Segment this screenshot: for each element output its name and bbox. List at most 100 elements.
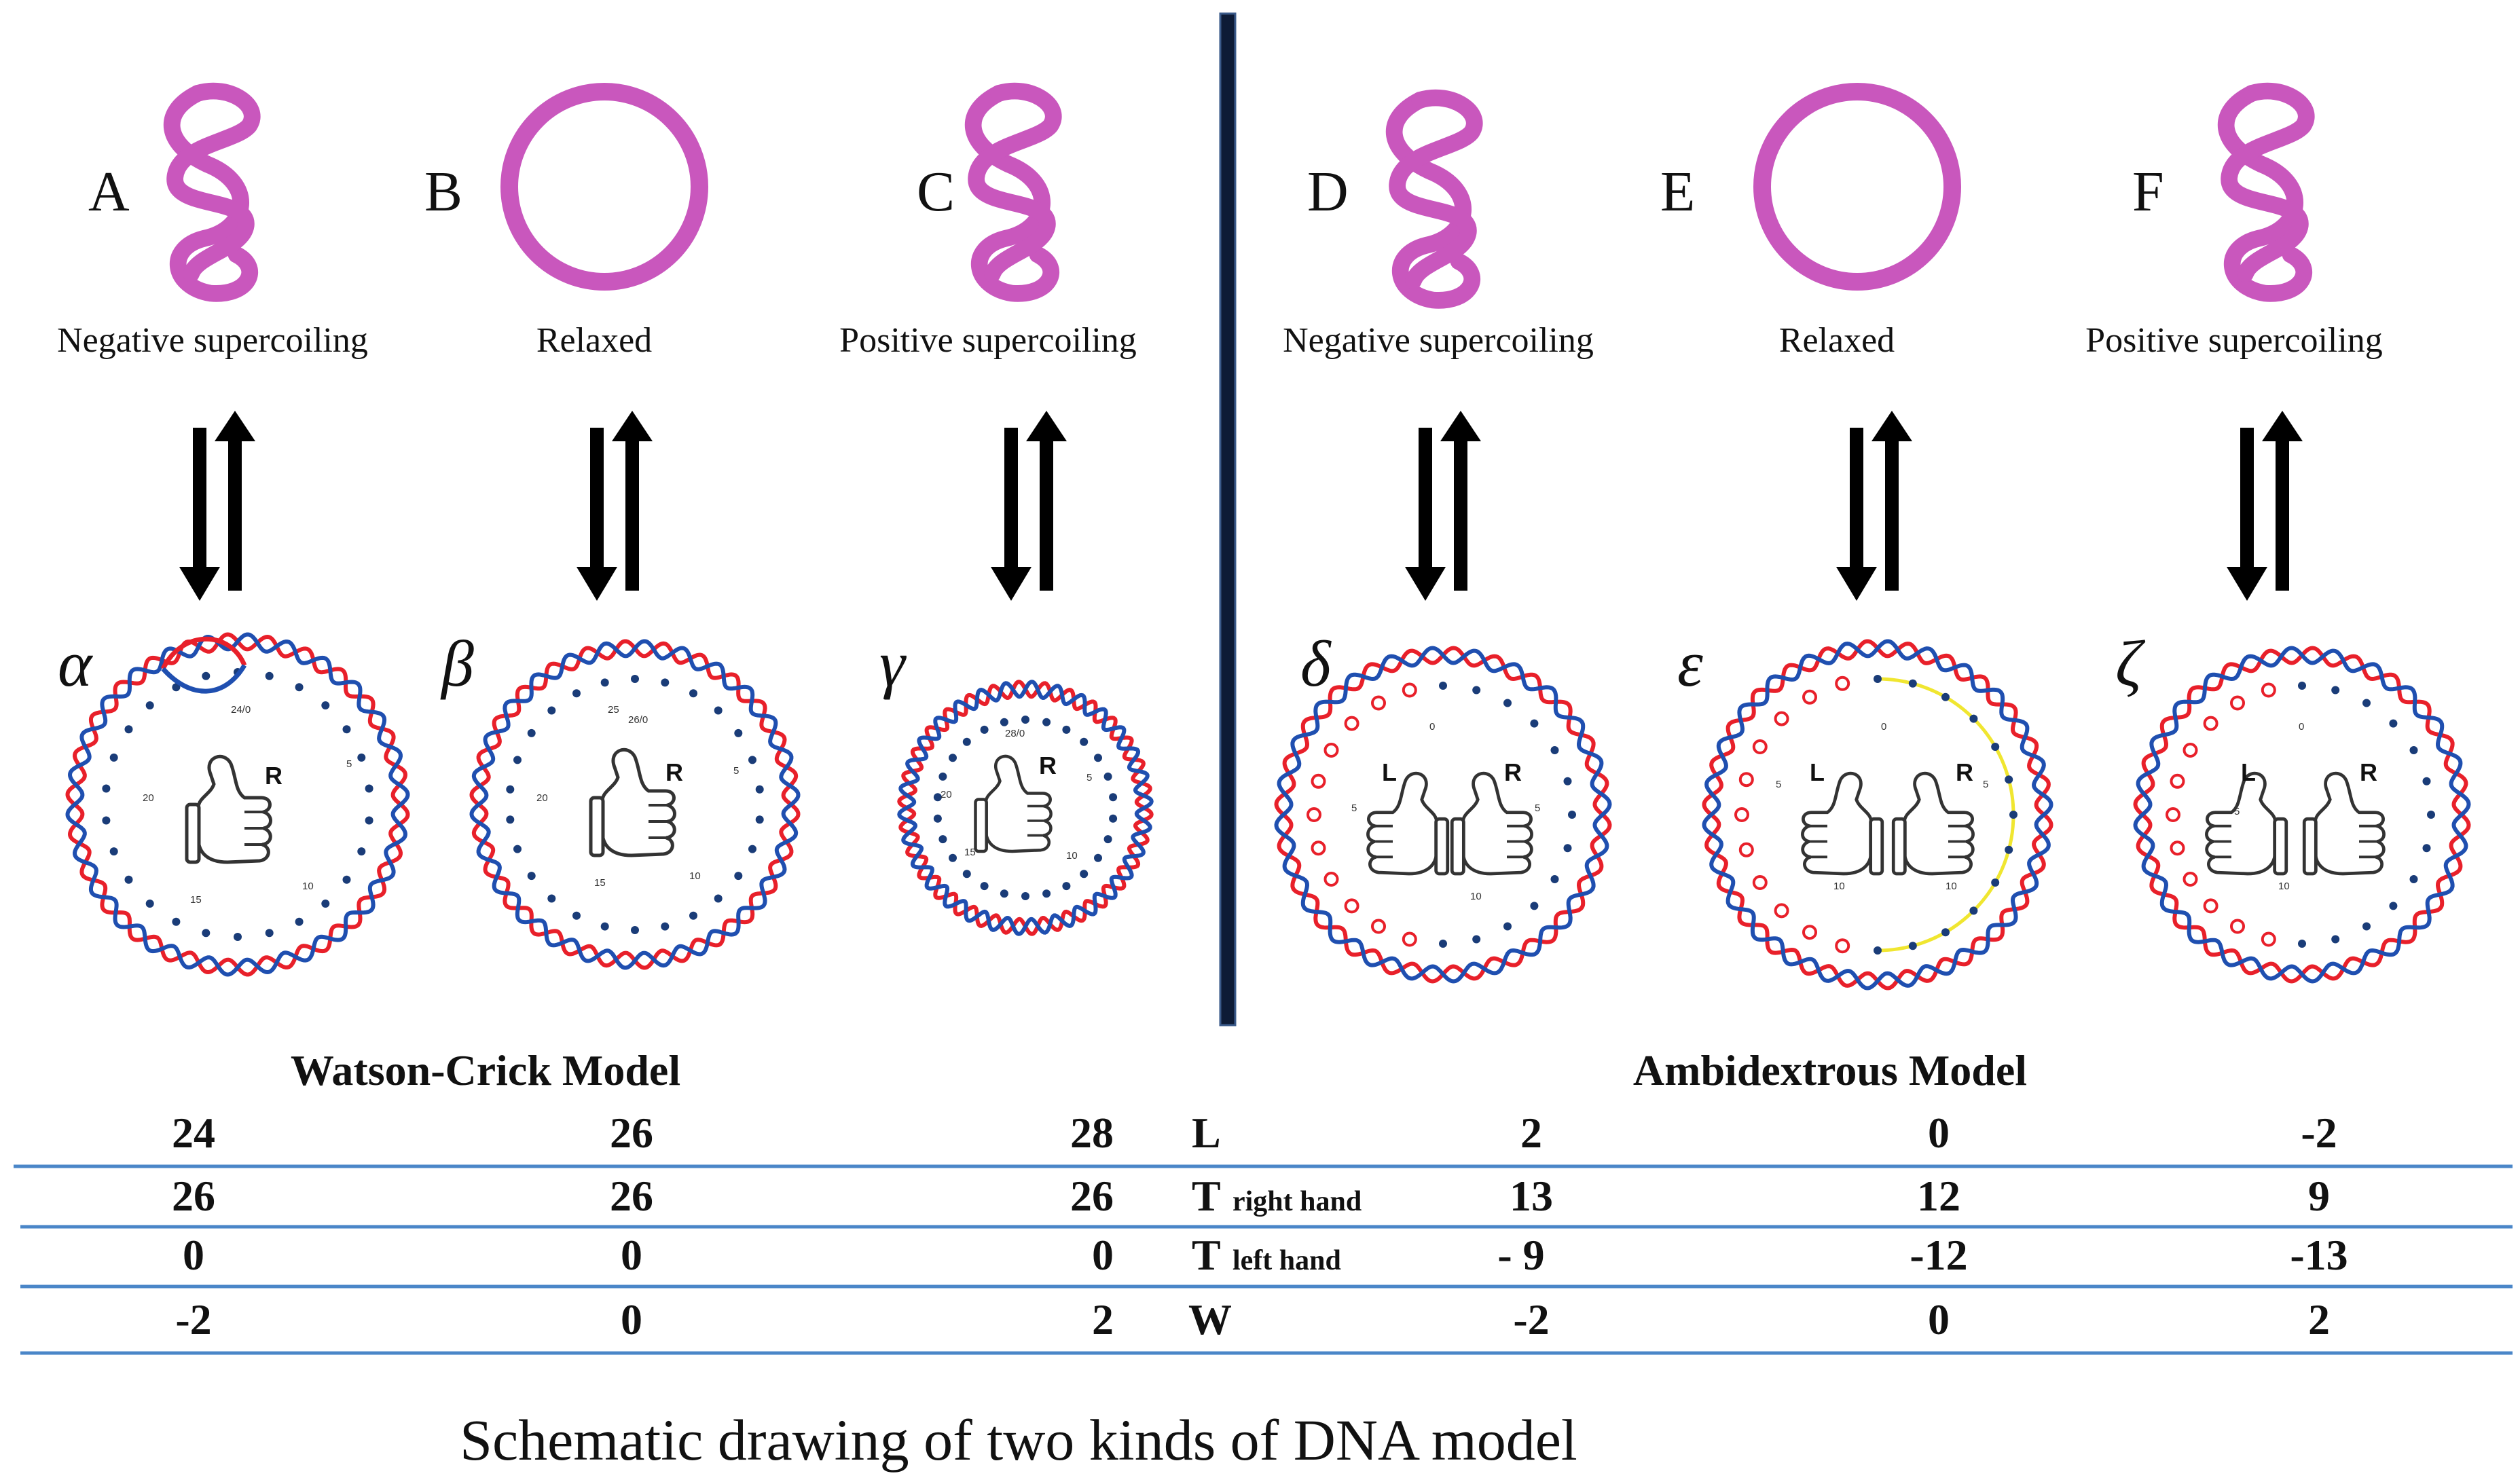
tick-label: 15: [594, 877, 606, 889]
table-cell: 0: [183, 1231, 204, 1279]
dot-marker: [109, 753, 118, 762]
dot-marker: [513, 756, 522, 764]
tick-label: 25: [608, 704, 619, 716]
dot-marker: [1991, 878, 2000, 887]
dot-marker: [295, 683, 304, 692]
open-circle-marker: [2230, 695, 2245, 711]
tick-label: 5: [1351, 802, 1357, 814]
open-circle-marker: [2261, 682, 2276, 698]
open-circle-marker: [1307, 807, 1321, 822]
tick-label: 5: [1776, 779, 1781, 790]
dot-marker: [265, 929, 274, 938]
dot-marker: [689, 689, 697, 698]
dot-marker: [124, 725, 133, 734]
panel-letter-e: E: [1660, 160, 1695, 223]
dot-marker: [1062, 882, 1071, 891]
dot-marker: [547, 894, 556, 903]
table-cell: 28: [1070, 1109, 1114, 1157]
hand-label-right: R: [1039, 752, 1057, 779]
dot-marker: [734, 872, 743, 881]
dot-marker: [321, 900, 330, 908]
table-row-t-left: 0 0 0 T left hand - 9 -12 -13: [183, 1231, 2348, 1279]
open-circle-marker: [1752, 875, 1768, 890]
dot-marker: [342, 725, 351, 734]
dot-marker: [109, 847, 118, 856]
open-circle-marker: [1371, 695, 1386, 711]
watson-crick-title: Watson-Crick Model: [291, 1046, 680, 1094]
double-arrow-icon: [1405, 411, 1481, 601]
open-circle-marker: [1311, 840, 1326, 856]
row-label: L: [1192, 1109, 1221, 1157]
open-circle-marker: [2183, 743, 2198, 758]
dot-marker: [295, 917, 304, 926]
dot-marker: [1109, 793, 1118, 802]
dot-marker: [145, 900, 154, 908]
tick-label: 10: [689, 870, 701, 882]
open-circle-marker: [1311, 773, 1326, 789]
dot-marker: [1503, 922, 1512, 931]
table-row-t-right: 26 26 26 T right hand 13 12 9: [172, 1172, 2330, 1220]
double-arrow-icon: [577, 411, 653, 601]
open-circle-marker: [1774, 903, 1789, 919]
dna-strand-red: [2133, 646, 2471, 984]
greek-label-alpha: α: [58, 627, 93, 700]
tick-label: 15: [190, 894, 202, 906]
dot-marker: [938, 772, 947, 781]
dot-marker: [1563, 777, 1572, 785]
table-cell: -2: [1513, 1295, 1549, 1344]
dot-marker: [2422, 844, 2431, 853]
open-circle-marker: [1344, 898, 1359, 914]
dot-marker: [2331, 935, 2340, 944]
table-cell: 24: [172, 1109, 215, 1157]
table-cell: -12: [1910, 1231, 1967, 1279]
table-cell: 0: [1928, 1109, 1950, 1157]
dna-strand-blue: [2133, 646, 2471, 984]
hand-label-right: R: [1956, 758, 1973, 786]
dot-marker: [2362, 699, 2371, 707]
open-circle-marker: [1752, 739, 1768, 754]
greek-label-epsilon: ε: [1677, 627, 1703, 700]
dot-marker: [2389, 719, 2398, 728]
open-circle-marker: [2203, 716, 2218, 731]
dot-marker: [1530, 719, 1539, 728]
panel-letter-f: F: [2132, 160, 2164, 223]
dot-marker: [2298, 940, 2306, 948]
dot-marker: [949, 853, 957, 862]
dot-marker: [1000, 889, 1008, 898]
hand-label-left: L: [2241, 758, 2256, 786]
dot-marker: [1941, 928, 1950, 937]
table-cell: 26: [172, 1172, 215, 1220]
dot-marker: [1568, 811, 1576, 819]
open-circle-marker: [2183, 872, 2198, 887]
tick-label: 5: [1086, 772, 1092, 783]
panel-letter-a: A: [88, 160, 130, 223]
dna-strand-blue: [897, 680, 1154, 936]
table-cell: 2: [2308, 1295, 2330, 1344]
dot-marker: [1563, 844, 1572, 853]
dot-marker: [527, 728, 536, 737]
table-cell: 0: [1928, 1295, 1950, 1344]
supercoil-shape-f: [2226, 91, 2306, 293]
dot-marker: [321, 701, 330, 709]
row-sublabel: right hand: [1232, 1186, 1362, 1217]
tick-label: 20: [536, 792, 548, 804]
dot-marker: [1503, 699, 1512, 707]
dot-marker: [1439, 682, 1447, 690]
dot-marker: [2298, 682, 2306, 690]
greek-label-beta: β: [440, 627, 474, 700]
dot-marker: [1080, 737, 1089, 746]
table-rules: [14, 1164, 2513, 1355]
tick-label: 15: [964, 847, 976, 858]
dot-marker: [513, 845, 522, 853]
dot-marker: [1969, 714, 1978, 723]
left-hand-icon: [2206, 773, 2286, 874]
open-circle-marker: [2166, 807, 2180, 822]
dot-marker: [2422, 777, 2431, 785]
dot-marker: [1991, 743, 2000, 751]
open-circle-marker: [1835, 676, 1850, 691]
dot-marker: [1550, 746, 1559, 754]
row-label: T: [1192, 1172, 1221, 1220]
open-circle-marker: [2170, 840, 2185, 856]
open-circle-marker: [1402, 682, 1417, 698]
dna-strand-blue: [1274, 646, 1612, 984]
